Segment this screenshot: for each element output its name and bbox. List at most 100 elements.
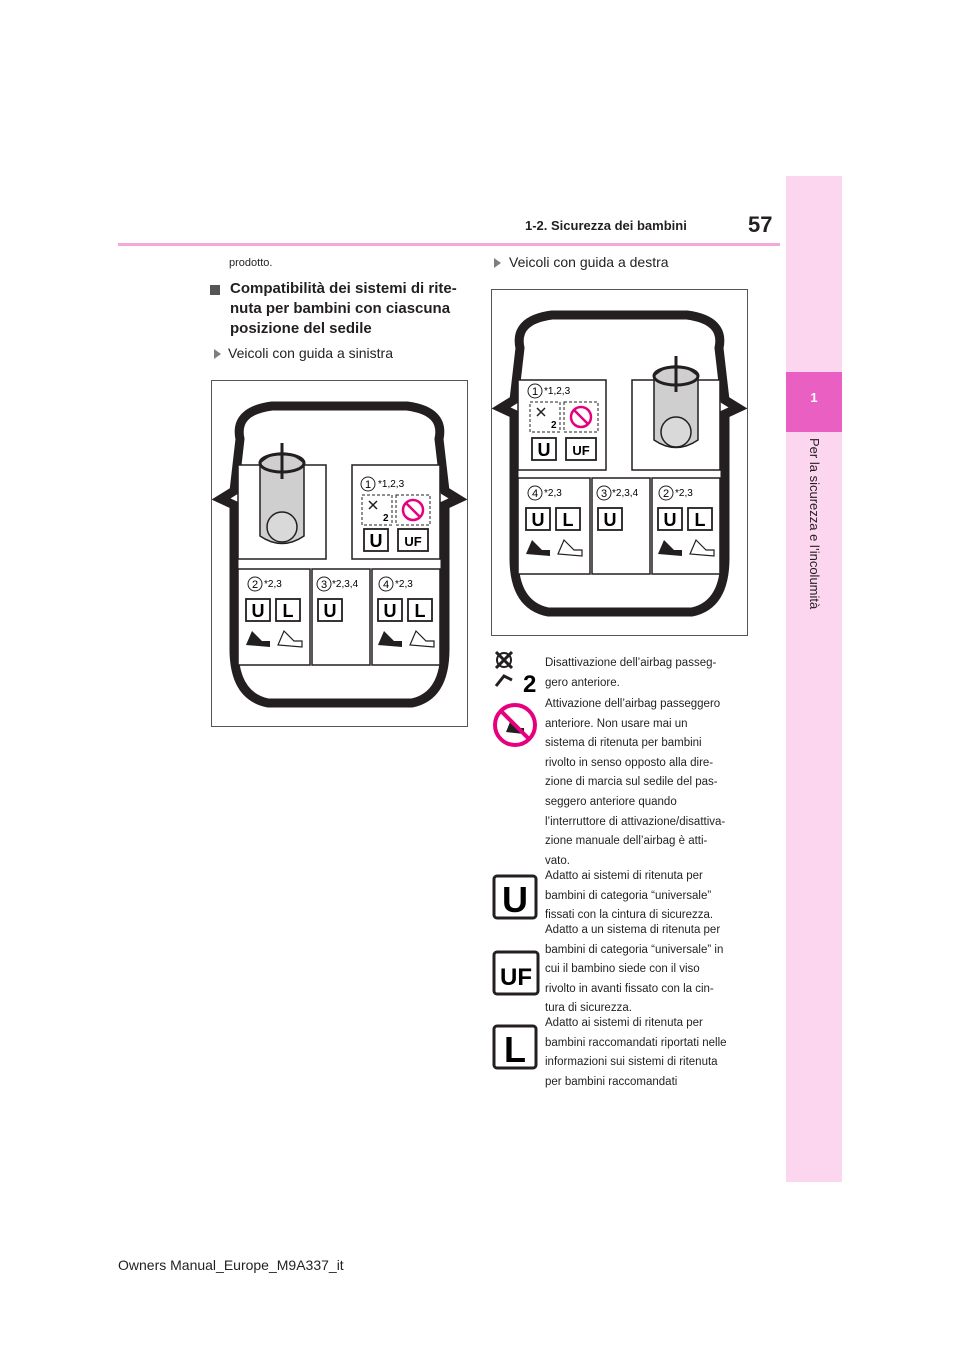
dashed-area [395,494,431,526]
seat-note: *1,2,3 [378,479,405,490]
legend-line: cui il bambino siede con il viso [545,963,700,976]
seat-number-badge [360,476,376,492]
seat-note: *2,3,4 [332,579,359,590]
isofix-seat-icon [378,631,402,647]
universal-label: U [532,510,545,530]
legend-line: tura di sicurezza. [545,1002,632,1015]
legend-line: fissati con la cintura di sicurezza. [545,909,714,922]
seat-note: *2,3 [544,488,562,499]
recommended-icon: L [492,1024,538,1070]
legend-line: zione di marcia sul sedile del pas- [545,776,718,789]
universal-label: U [502,879,528,920]
no-rear-facing-seat-icon [493,703,537,747]
universal-label: U [324,601,337,621]
rear-seat-left: 2 *2,3 U L [237,568,311,666]
airbag-off-icon: 2 [536,407,557,431]
seat-number: 3 [601,488,607,500]
chapter-number: 1 [810,390,818,405]
driver-figure-icon [652,356,700,449]
i-size-seat-icon [557,538,583,557]
recommended-label: L [283,601,294,621]
legend-line: sistema di ritenuta per bambini [545,737,702,750]
legend-recommended-text: Adatto ai sistemi di ritenuta per bambin… [545,1014,753,1092]
legend-line: gero anteriore. [545,676,620,689]
seat-number: 1 [532,386,538,398]
universal-forward-label: UF [500,964,532,991]
legend-line: informazioni sui sistemi di ritenuta [545,1056,718,1069]
airbag-off-icon: 2 [494,650,536,694]
recommended-label: L [563,510,574,530]
airbag-off-label: 2 [523,671,536,694]
legend-line: per bambini raccomandati [545,1075,678,1088]
recommended-label: L [695,510,706,530]
rear-seat-right: 4 *2,3 U L [371,568,441,666]
legend-line: anteriore. Non usare mai un [545,717,688,730]
seat-number-badge [527,383,543,399]
seat-note: *1,2,3 [544,386,571,397]
seat-number: 1 [365,479,371,491]
legend-line: bambini di categoria “universale” in [545,943,724,956]
legend-universal-text: Adatto ai sistemi di ritenuta per bambin… [545,867,753,926]
legend-airbag-off-text: Disattivazione dell’airbag passeg- gero … [545,654,753,693]
universal-icon [531,437,557,461]
legend-line: rivolto in senso opposto alla dire- [545,756,714,769]
recommended-label: L [504,1029,526,1070]
universal-icon [363,528,389,552]
universal-icon: U [492,874,538,920]
legend-line: Adatto a un sistema di ritenuta per [545,924,721,936]
chapter-title: Per la sicurezza e l’incolumità [790,438,838,678]
legend-line: zione manuale dell’airbag è atti- [545,835,708,848]
footer-document-id: Owners Manual_Europe_M9A337_it [118,1257,344,1273]
seat-note: *2,3 [395,579,413,590]
chapter-number-box [786,372,842,432]
legend-line: Attivazione dell’airbag passeggero [545,698,721,710]
universal-forward-icon [565,437,597,461]
chapter-side-tab [786,176,842,1182]
legend-line: rivolto in avanti fissato con la cin- [545,982,714,995]
heading-line: posizione del sedile [230,320,372,337]
legend-line: Adatto ai sistemi di ritenuta per [545,1017,703,1029]
isofix-seat-icon [246,631,270,647]
airbag-off-label: 2 [551,420,557,431]
page-number: 57 [748,212,773,237]
seat-number: 2 [663,488,669,500]
universal-label: U [664,510,677,530]
driver-figure-icon [258,443,306,545]
seat-number: 4 [383,579,389,591]
seat-note: *2,3,4 [612,488,639,499]
rhd-subheading: Veicoli con guida a destra [509,254,669,270]
dashed-area [563,401,599,433]
lhd-subheading: Veicoli con guida a sinistra [228,345,393,361]
recommended-label: L [415,601,426,621]
rear-seat-right: 2 *2,3 U L [651,477,721,575]
i-size-seat-icon [409,629,435,648]
airbag-off-label: 2 [383,513,389,524]
dashed-area [529,401,561,433]
universal-label: U [370,531,383,551]
legend-line: seggero anteriore quando [545,795,677,808]
rear-seat-left: 4 *2,3 U L [517,477,591,575]
section-heading: Compatibilità dei sistemi di rite- nuta … [230,279,460,339]
airbag-off-icon: 2 [368,500,389,524]
legend-line: Adatto ai sistemi di ritenuta per [545,870,703,882]
isofix-seat-icon [526,540,550,556]
dashed-area [361,494,393,526]
triangle-bullet-icon [494,258,501,268]
universal-label: U [252,601,265,621]
lhd-seat-diagram: 1 *1,2,3 2 U UF 2 *2,3 U L 3 [211,380,468,727]
header-rule [118,243,780,246]
universal-label: U [604,510,617,530]
heading-line: Compatibilità dei sistemi di rite- [230,280,457,297]
heading-bullet-icon [210,285,220,295]
universal-forward-icon: UF [492,950,540,996]
rhd-seat-diagram: 1 *1,2,3 2 U UF 4 *2,3 U [491,289,748,636]
intro-text: prodotto. [229,257,273,269]
seat-number: 4 [532,488,538,500]
chapter-title-text: Per la sicurezza e l’incolumità [807,438,822,610]
rear-seat-center: 3 *2,3,4 U [311,568,371,666]
legend-line: bambini raccomandati riportati nelle [545,1036,727,1049]
section-title: 1-2. Sicurezza dei bambini [525,218,687,233]
legend-line: vato. [545,854,570,867]
legend-line: Disattivazione dell’airbag passeg- [545,657,717,669]
legend-universal-forward-text: Adatto a un sistema di ritenuta per bamb… [545,921,753,1019]
